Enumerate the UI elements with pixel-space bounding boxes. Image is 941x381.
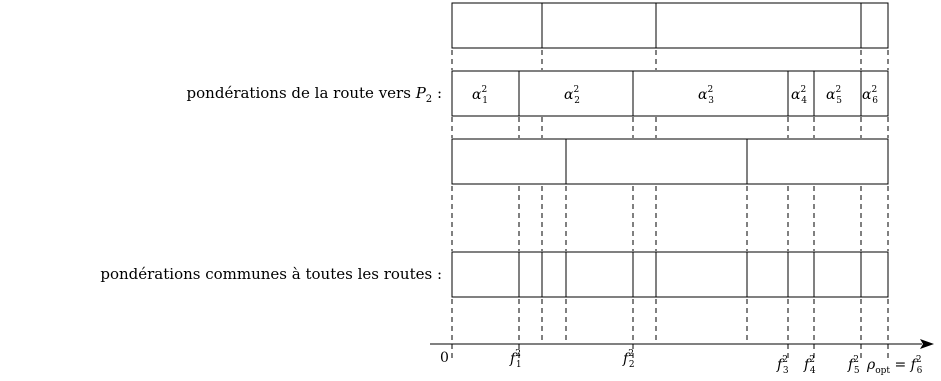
axis-origin-label: 0 [440, 350, 449, 366]
common-weights-label: pondérations communes à toutes les route… [100, 265, 442, 283]
dashes-row1-row2 [451, 50, 889, 70]
route-p2-label: pondérations de la route vers P2 : [187, 84, 442, 105]
frequency-axis [430, 339, 934, 349]
axis-arrow-icon [920, 339, 934, 349]
bar-common-weights [451, 251, 889, 298]
bar-route-p1 [451, 2, 889, 49]
dashes-row2-row3 [451, 117, 889, 138]
dashes-common-axis [451, 299, 889, 360]
bar-route-p3 [451, 138, 889, 185]
dashes-row3-common [451, 186, 889, 251]
bar-route-p2 [451, 70, 889, 117]
